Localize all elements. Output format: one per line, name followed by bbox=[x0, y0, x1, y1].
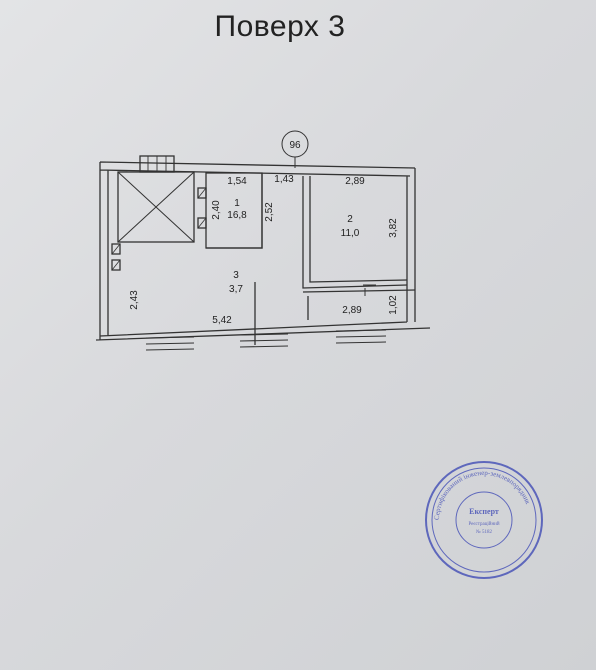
dim-partition-height: 2,52 bbox=[264, 202, 275, 222]
room-2-number: 2 bbox=[347, 214, 353, 225]
dim-balcony-depth: 1,02 bbox=[388, 295, 399, 315]
window bbox=[239, 333, 289, 348]
door bbox=[363, 284, 376, 296]
official-seal: Сертифікований інженер-землевпорядник Ек… bbox=[425, 461, 543, 579]
vent-box bbox=[197, 217, 207, 229]
dim-room1-width: 5,42 bbox=[212, 315, 232, 326]
dim-room2-width: 2,89 bbox=[345, 176, 365, 187]
window bbox=[145, 336, 195, 351]
dim-room1-height: 2,43 bbox=[129, 290, 140, 310]
room-3-number: 1 bbox=[234, 198, 240, 209]
section-number: 96 bbox=[289, 140, 301, 151]
room-2-area: 11,0 bbox=[341, 228, 360, 239]
partition-wall bbox=[206, 173, 263, 249]
outer-wall bbox=[95, 161, 431, 341]
dim-room3-width: 1,54 bbox=[227, 176, 247, 187]
dim-balcony-width: 2,89 bbox=[342, 305, 362, 316]
balcony-outline bbox=[302, 289, 416, 320]
room-2-outline bbox=[302, 176, 408, 289]
room-1-number: 3 bbox=[233, 270, 239, 281]
room-1-area: 3,7 bbox=[229, 284, 243, 295]
vent-box bbox=[197, 187, 207, 199]
seal-line3: № 5182 bbox=[476, 529, 493, 535]
window bbox=[335, 329, 387, 344]
floor-title: Поверх 3 bbox=[214, 10, 346, 43]
seal-line2: Реєстраційний bbox=[468, 522, 499, 527]
room-3-area: 16,8 bbox=[227, 210, 247, 221]
dim-corridor-width: 1,43 bbox=[274, 174, 294, 185]
seal-center-text: Експерт bbox=[469, 507, 499, 516]
vent-box bbox=[111, 243, 121, 255]
vent-box bbox=[111, 259, 121, 271]
dim-room3-height: 2,40 bbox=[211, 200, 222, 220]
dim-room2-height: 3,82 bbox=[388, 218, 399, 238]
